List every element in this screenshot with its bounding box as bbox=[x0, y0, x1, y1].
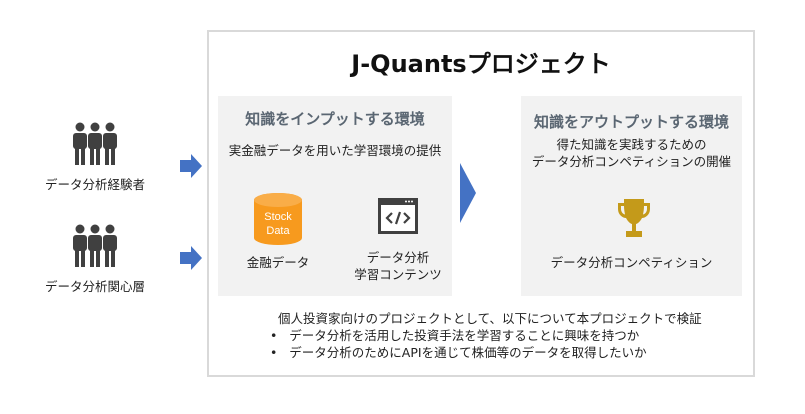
bullet-text: データ分析のためにAPIを通じて株価等のデータを取得したいか bbox=[289, 345, 647, 360]
input-panel: 知識をインプットする環境 実金融データを用いた学習環境の提供 Stock Dat… bbox=[218, 96, 452, 296]
financial-data-label: 金融データ bbox=[246, 255, 310, 270]
footer-text: 個人投資家向けのプロジェクトとして、以下について本プロジェクトで検証 • データ… bbox=[270, 310, 702, 361]
people-icon bbox=[73, 122, 117, 165]
footer-bullet: • データ分析のためにAPIを通じて株価等のデータを取得したいか bbox=[270, 345, 647, 360]
output-panel-subtitle: 得た知識を実践するための データ分析コンペティションの開催 bbox=[521, 136, 742, 170]
svg-text:Stock: Stock bbox=[264, 211, 292, 223]
audience-interested: データ分析関心層 bbox=[0, 224, 190, 295]
footer-bullet: • データ分析を活用した投資手法を学習することに興味を持つか bbox=[270, 328, 640, 343]
label-line: 学習コンテンツ bbox=[354, 267, 442, 282]
subtitle-line: データ分析コンペティションの開催 bbox=[531, 154, 732, 169]
label-line: データ分析 bbox=[366, 250, 430, 265]
output-panel-title: 知識をアウトプットする環境 bbox=[533, 113, 729, 131]
audience-experienced: データ分析経験者 bbox=[0, 122, 190, 193]
people-icon bbox=[73, 224, 117, 267]
trophy-icon bbox=[618, 199, 650, 237]
input-panel-subtitle: 実金融データを用いた学習環境の提供 bbox=[228, 143, 442, 158]
chevron-right-icon bbox=[460, 163, 476, 223]
input-panel-title: 知識をインプットする環境 bbox=[245, 110, 425, 128]
arrow-right-icon bbox=[180, 154, 202, 178]
project-title: J-Quantsプロジェクト bbox=[351, 50, 611, 78]
code-window-icon bbox=[378, 198, 418, 234]
svg-text:Data: Data bbox=[266, 225, 290, 237]
output-panel: 知識をアウトプットする環境 得た知識を実践するための データ分析コンペティション… bbox=[521, 96, 742, 296]
arrow-right-icon bbox=[180, 246, 202, 270]
competition-label: データ分析コンペティション bbox=[550, 255, 713, 270]
database-icon: Stock Data bbox=[254, 193, 302, 245]
bullet-text: データ分析を活用した投資手法を学習することに興味を持つか bbox=[289, 328, 640, 343]
footer-intro: 個人投資家向けのプロジェクトとして、以下について本プロジェクトで検証 bbox=[278, 311, 702, 326]
audience-label: データ分析関心層 bbox=[44, 279, 145, 294]
project-frame bbox=[207, 30, 755, 377]
subtitle-line: 得た知識を実践するための bbox=[556, 137, 707, 152]
audience-label: データ分析経験者 bbox=[44, 177, 145, 192]
learning-content-label: データ分析 学習コンテンツ bbox=[348, 249, 448, 283]
